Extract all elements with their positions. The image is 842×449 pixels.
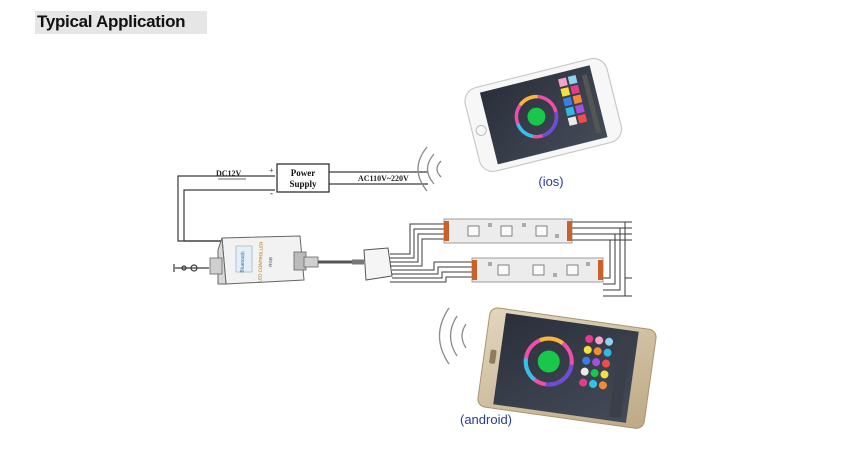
minus-label: - xyxy=(270,188,273,198)
resistor xyxy=(553,273,557,277)
ios-phone xyxy=(464,57,623,172)
wire-tips xyxy=(610,221,632,297)
led-chip xyxy=(497,264,510,276)
power-supply-label-1: Power xyxy=(291,168,316,178)
ac-input-label: AC110V~220V xyxy=(358,174,409,183)
led-chip xyxy=(535,225,548,237)
page-title: Typical Application xyxy=(37,12,186,31)
controller-brand: Bluetooth xyxy=(240,251,247,273)
ac-wires xyxy=(329,171,428,185)
title-background xyxy=(35,11,207,34)
dc-output-label: DC12V xyxy=(216,169,242,178)
resistor xyxy=(522,223,526,227)
controller-model: RGB xyxy=(268,257,273,267)
led-chip xyxy=(500,225,513,237)
led-strip-2 xyxy=(471,257,604,283)
strip-wires xyxy=(390,221,626,297)
dc-wires xyxy=(173,175,275,272)
android-label: (android) xyxy=(460,412,512,427)
controller-name: LED CONTROLLER xyxy=(257,241,263,283)
led-strip-1 xyxy=(443,218,573,244)
led-chip xyxy=(566,264,579,276)
bluetooth-controller: Bluetooth LED CONTROLLER RGB xyxy=(209,235,307,285)
resistor xyxy=(555,234,559,238)
wireless-signal-icon xyxy=(417,146,442,192)
android-phone xyxy=(477,307,657,429)
resistor xyxy=(586,262,590,266)
resistor xyxy=(488,262,492,266)
plus-label: + xyxy=(269,166,274,175)
led-chip xyxy=(467,225,480,237)
power-supply-box: Power Supply xyxy=(276,163,330,193)
resistor xyxy=(488,223,492,227)
power-supply-label-2: Supply xyxy=(289,179,317,189)
controller-output-cable xyxy=(303,247,393,281)
wireless-signal-icon xyxy=(438,307,467,365)
led-chip xyxy=(532,264,545,276)
ios-label: (ios) xyxy=(538,174,563,189)
